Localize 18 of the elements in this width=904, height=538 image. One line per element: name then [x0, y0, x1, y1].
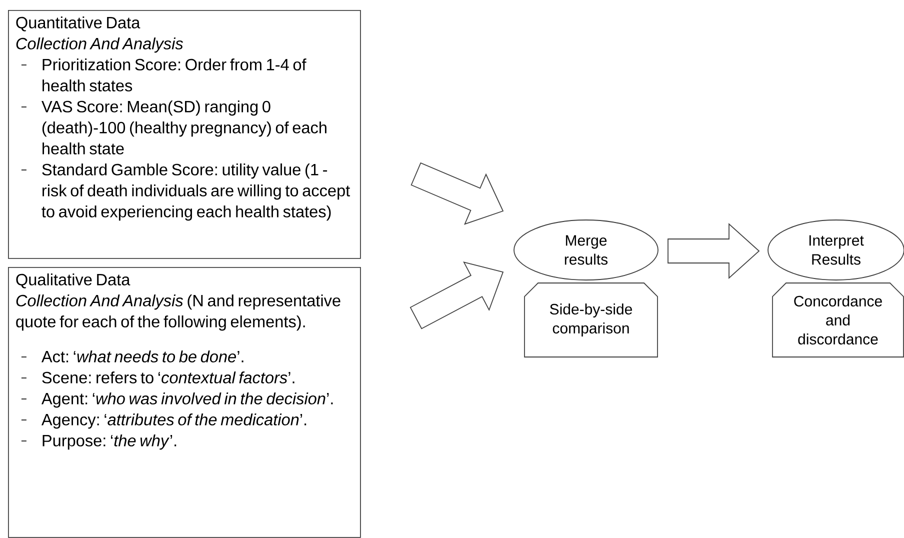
bullet-text: Agent: ‘who was involved in the decision’.: [41, 392, 333, 408]
chamfered-box: Concordance and discordance: [772, 282, 904, 358]
bullet-text: VAS Score: Mean(SD) ranging 0 (death)-100 (healthy pregnancy) of each health state: [42, 100, 326, 154]
bullet-text: Prioritization Score: Order from 1-4 of health states: [42, 58, 306, 92]
block-arrow: [410, 262, 504, 330]
bullet-text: Purpose: ‘the why’.: [42, 434, 176, 450]
block-arrow: [668, 223, 760, 280]
box-heading: Qualitative Data: [16, 273, 130, 288]
bullet-text: Standard Gamble Score: utility value (1 - risk of death individuals are willing to accept to avoid experiencing each health states): [42, 163, 350, 221]
chamfered-box: Side-by-side comparison: [524, 282, 658, 358]
box-subheading: Collection And Analysis (N and representative quote for each of the following elements).: [16, 294, 340, 331]
bullet-text: Scene: refers to ‘contextual factors’.: [42, 371, 294, 384]
text-box: [8, 267, 361, 538]
bullet-text: Agency: ‘attributes of the medication’.: [41, 413, 306, 429]
text-box: [8, 10, 361, 259]
box-heading: Quantitative Data: [16, 16, 140, 32]
bullet-text: Act: ‘what needs to be done’.: [41, 350, 244, 362]
box-subheading: Collection And Analysis: [16, 37, 183, 53]
